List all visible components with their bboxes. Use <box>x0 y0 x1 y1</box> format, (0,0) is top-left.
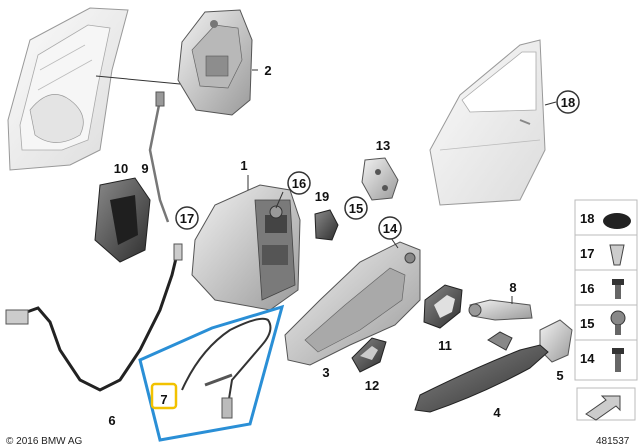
drawing-number: 481537 <box>596 436 630 447</box>
screw-body-icon <box>615 285 621 299</box>
arrow-icon <box>585 395 621 421</box>
callout-18: 18 <box>561 95 575 110</box>
callout-8: 8 <box>509 280 516 295</box>
screw-head-icon <box>612 279 624 285</box>
part-11-gasket <box>423 284 463 329</box>
part-19-clip <box>314 209 339 241</box>
part-12-gasket <box>351 337 387 373</box>
callout-15: 15 <box>349 201 363 216</box>
leader-door-inner <box>95 75 181 85</box>
part-18-door-shell <box>429 39 546 206</box>
callout-10: 10 <box>114 161 128 176</box>
part-4-handle <box>414 331 549 413</box>
part-1-lock <box>191 184 301 311</box>
callout-19: 19 <box>315 189 329 204</box>
callout-17: 17 <box>180 211 194 226</box>
callout-circle-16 <box>287 171 311 195</box>
side-panel <box>574 199 638 421</box>
copyright-text: © 2016 BMW AG <box>6 436 83 447</box>
side-panel-label-14: 14 <box>580 351 595 366</box>
side-panel-labels: 18 17 16 15 14 <box>580 211 595 366</box>
callout-9: 9 <box>141 161 148 176</box>
part-14-carrier <box>284 241 421 366</box>
side-panel-label-16: 16 <box>580 281 594 296</box>
clip-icon <box>609 244 625 266</box>
door-inner-panel <box>7 7 129 171</box>
callout-3: 3 <box>322 365 329 380</box>
side-panel-label-17: 17 <box>580 246 594 261</box>
callout-16: 16 <box>292 176 306 191</box>
part-9-rod <box>148 91 170 223</box>
callout-circle-15 <box>344 196 368 220</box>
part-2-module <box>177 9 253 116</box>
callout-2: 2 <box>264 63 271 78</box>
side-panel-label-15: 15 <box>580 316 594 331</box>
part-10-bracket <box>94 177 151 263</box>
screw-icon <box>612 348 624 354</box>
callout-circle-14 <box>378 216 402 240</box>
part-6-cable <box>5 243 183 392</box>
bolt-icon <box>610 310 626 326</box>
part-8-cylinder <box>468 299 533 321</box>
callout-4: 4 <box>493 405 501 420</box>
callout-1: 1 <box>240 158 247 173</box>
callout-5: 5 <box>556 368 563 383</box>
callout-6: 6 <box>108 413 115 428</box>
callout-14: 14 <box>383 221 398 236</box>
callout-circle-17 <box>175 206 199 230</box>
callout-7: 7 <box>160 392 167 407</box>
callout-13: 13 <box>376 138 390 153</box>
part-7-cable <box>181 317 272 419</box>
callout-circle-18 <box>556 90 580 114</box>
callout-highlight-box <box>150 382 178 410</box>
part-5-cap <box>539 319 573 363</box>
callout-11: 11 <box>438 338 452 353</box>
highlight-frame <box>138 304 285 442</box>
side-panel-label-18: 18 <box>580 211 594 226</box>
callout-12: 12 <box>365 378 379 393</box>
grommet-icon <box>603 213 631 229</box>
part-13-striker <box>361 157 399 201</box>
callout-layer: 2 18 1 16 19 10 9 17 13 15 14 8 11 3 12 5 4 6 7 <box>108 63 580 428</box>
